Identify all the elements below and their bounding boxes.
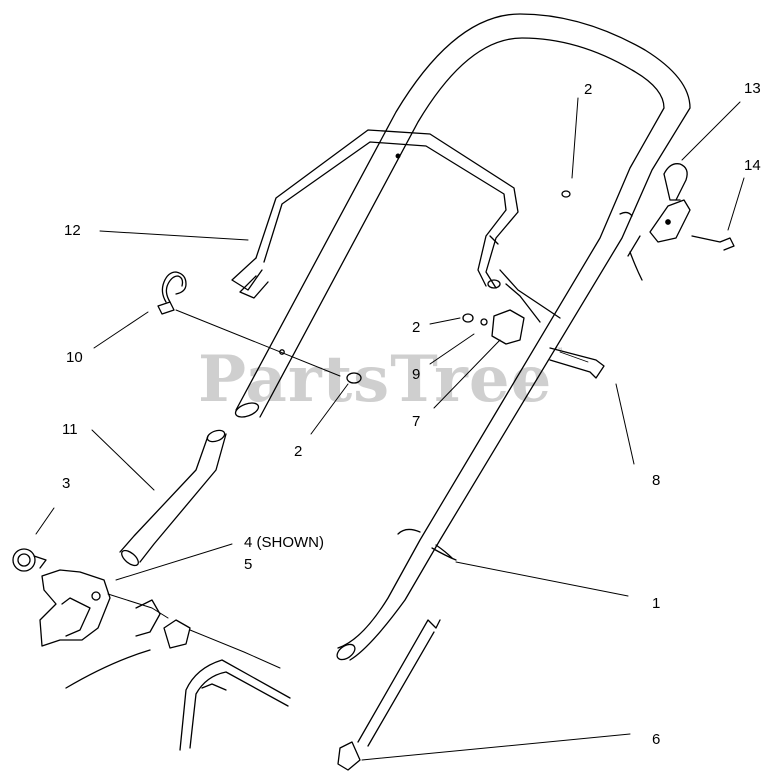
callout-7: 7 (412, 413, 421, 430)
lower-handle (119, 429, 227, 567)
handle-bracket (12, 548, 291, 751)
upper-handle (234, 13, 691, 661)
watermark-text: PartsTree (198, 342, 553, 417)
callout-9: 9 (412, 366, 421, 383)
callout-11: 11 (62, 421, 78, 438)
callout-2-upper: 2 (584, 81, 593, 98)
callout-3: 3 (62, 475, 71, 492)
shift-lever-assembly (619, 163, 735, 257)
callout-5: 5 (244, 556, 253, 573)
callout-8: 8 (652, 472, 661, 489)
leader-lines (35, 97, 745, 761)
callout-13: 13 (744, 80, 761, 97)
cable-guide (157, 271, 341, 377)
watermark-trademark: ™ (554, 347, 565, 357)
control-bail (231, 129, 541, 323)
control-cable (499, 251, 643, 319)
callout-6: 6 (652, 731, 661, 748)
callout-10: 10 (66, 349, 83, 366)
callout-2-middle: 2 (412, 319, 421, 336)
callout-12: 12 (64, 222, 81, 239)
hardware (337, 190, 605, 771)
callout-2-lower: 2 (294, 443, 303, 460)
callout-1: 1 (652, 595, 661, 612)
callout-14: 14 (744, 157, 761, 174)
callout-4-shown: 4 (SHOWN) (244, 534, 324, 551)
